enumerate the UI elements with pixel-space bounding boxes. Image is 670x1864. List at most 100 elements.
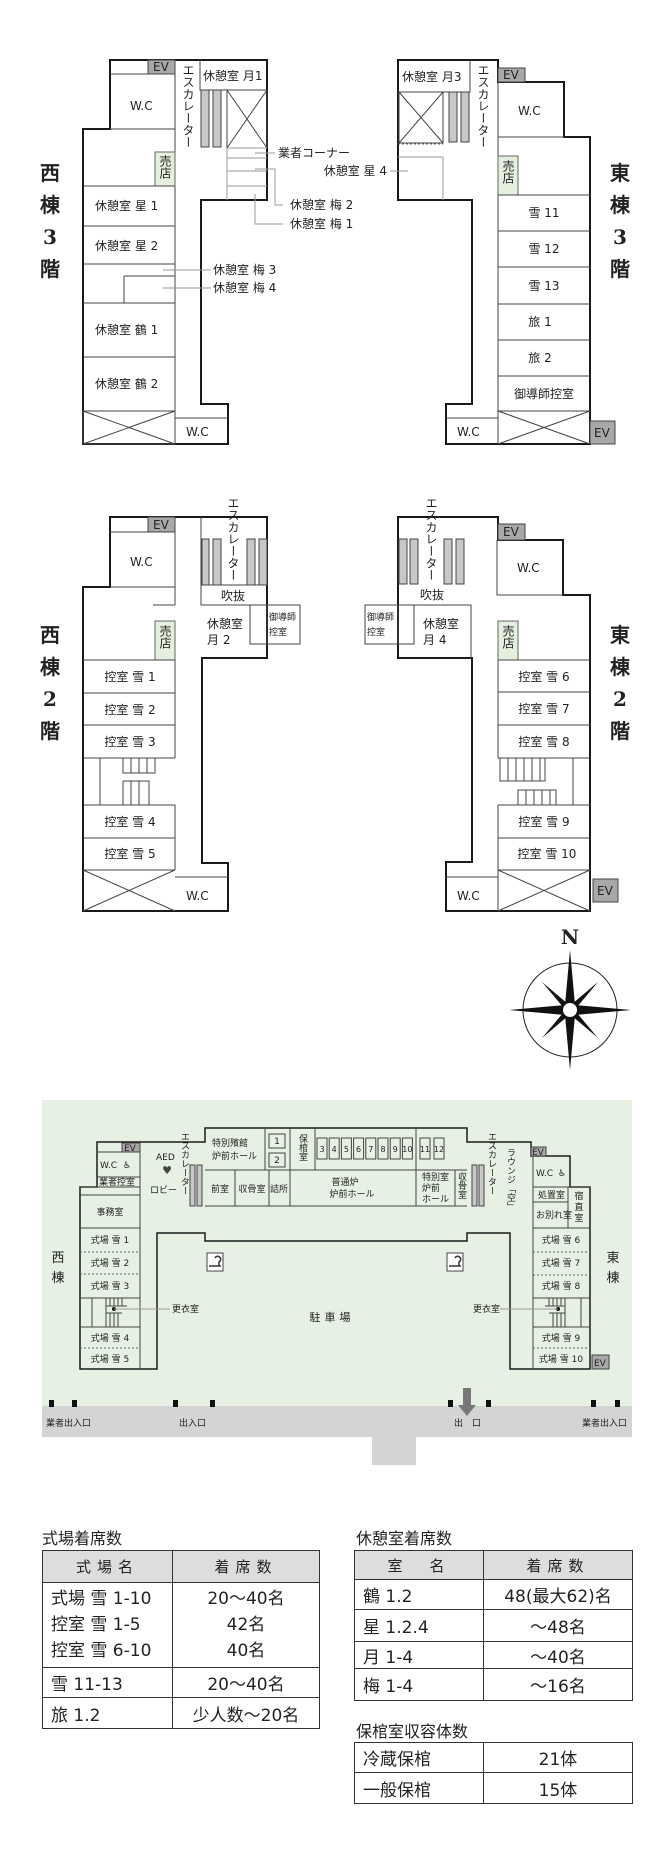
room-hoshi1: 休憩室 星 1 xyxy=(95,198,158,213)
wheelchair-icon: ♿ xyxy=(123,1161,131,1171)
special-room-hall: 特別室 xyxy=(422,1171,449,1183)
cell: 星 1.2.4 xyxy=(354,1609,484,1642)
parking-label: 駐車場 xyxy=(310,1310,355,1324)
floor-label-west-3f: 西 棟 3 階 xyxy=(40,161,61,281)
column-header: 室 名 xyxy=(354,1550,484,1580)
room-tsuki2: 休憩室 xyxy=(207,616,243,631)
kiln-6: 6 xyxy=(356,1145,361,1154)
cell: 〜48名 xyxy=(483,1609,633,1642)
escalator-label: エスカレーター xyxy=(226,497,240,581)
floor-label-west-2f: 西 棟 2 階 xyxy=(40,623,61,743)
elevator xyxy=(530,1146,547,1157)
room-priest: 控室 xyxy=(269,626,287,638)
restroom-label: W.C xyxy=(517,561,540,575)
room-yuki11: 雪 11 xyxy=(528,206,559,220)
road xyxy=(42,1406,632,1437)
column-header: 式場名 xyxy=(42,1550,173,1583)
room-tsuki4: 休憩室 xyxy=(423,616,459,631)
floor-label-east-2f: 東 棟 2 階 xyxy=(610,623,631,743)
room-priest: 控室 xyxy=(367,626,385,638)
svg-text:宿: 宿 xyxy=(574,1190,583,1202)
kiln-12: 12 xyxy=(434,1145,444,1154)
svg-text:階: 階 xyxy=(610,257,630,281)
cell: 一般保棺 xyxy=(354,1772,484,1804)
cell: 20〜40名 xyxy=(172,1667,320,1698)
kiln-9-box xyxy=(389,1137,401,1160)
table-row: 旅 1.2 少人数〜20名 xyxy=(42,1697,320,1729)
elevator xyxy=(497,67,526,83)
elevator-label: EV xyxy=(532,1148,545,1158)
escalator-label: エスカレーター xyxy=(181,64,195,148)
room-yuki4: 控室 雪 4 xyxy=(104,814,155,829)
escalator xyxy=(246,538,256,586)
exit-label: 出 口 xyxy=(454,1417,481,1429)
heart-icon: ♥ xyxy=(162,1164,172,1177)
office: 事務室 xyxy=(96,1206,123,1218)
east-3f-plan: EV W.C 休憩室 月3 エスカレーター 休憩室 星 4 売店 雪 11 雪 … xyxy=(324,59,631,445)
svg-text:棟: 棟 xyxy=(51,1271,64,1286)
svg-text:東: 東 xyxy=(610,623,630,647)
ceremony-seating-table: 式場名 着席数 式場 雪 1-10 控室 雪 1-5 控室 雪 6-10 20〜… xyxy=(42,1550,320,1729)
elevator-label: EV xyxy=(503,525,520,539)
escalator xyxy=(201,538,210,586)
hall-yuki2: 式場 雪 2 xyxy=(91,1257,129,1269)
escalator xyxy=(471,1164,478,1207)
cell: 月 1-4 xyxy=(354,1641,484,1669)
escalator xyxy=(448,91,458,143)
elevator xyxy=(592,878,619,903)
kiln-7-box xyxy=(365,1137,377,1160)
kiln-6-box xyxy=(353,1137,365,1160)
wheelchair-icon: ♿ xyxy=(558,1169,566,1179)
escalator-label: エスカレーター xyxy=(476,64,490,148)
changing-room-west: 更衣室 xyxy=(172,1303,199,1315)
svg-text:棟: 棟 xyxy=(610,655,631,679)
escalator xyxy=(409,538,419,585)
svg-text:3: 3 xyxy=(613,225,627,249)
room-yuki2: 控室 雪 2 xyxy=(104,702,155,717)
svg-text:階: 階 xyxy=(40,257,60,281)
hall-yuki1: 式場 雪 1 xyxy=(91,1234,129,1246)
callout-hoshi4: 休憩室 星 4 xyxy=(324,163,387,178)
staff-station: 詰所 xyxy=(270,1183,288,1195)
escalator xyxy=(460,91,470,143)
restroom-label: W.C xyxy=(457,889,480,903)
room-priest: 御導師控室 xyxy=(514,386,574,401)
escalator xyxy=(212,89,222,148)
kiln-2: 2 xyxy=(274,1156,280,1166)
room-tabi1: 旅 1 xyxy=(528,315,551,329)
room-yuki13: 雪 13 xyxy=(528,279,559,293)
table-row: 星 1.2.4〜48名 xyxy=(354,1609,633,1642)
vendor-entrance-east: 業者出入口 xyxy=(582,1417,627,1429)
restroom-label: W.C xyxy=(130,555,153,569)
kiln-8-box xyxy=(377,1137,389,1160)
cell: 梅 1-4 xyxy=(354,1668,484,1701)
escalator xyxy=(455,538,465,585)
cell: 20〜40名 xyxy=(207,1589,285,1609)
svg-text:直: 直 xyxy=(574,1201,583,1213)
svg-text:西: 西 xyxy=(40,161,60,185)
room-yuki8: 控室 雪 8 xyxy=(518,734,569,749)
stairs xyxy=(99,758,156,805)
hall-yuki7: 式場 雪 7 xyxy=(542,1257,580,1269)
svg-text:棟: 棟 xyxy=(40,193,61,217)
elevator-label: EV xyxy=(153,60,170,74)
farewell-room: お別れ室 xyxy=(536,1209,572,1221)
atrium-label: 吹抜 xyxy=(420,588,444,602)
cell: 〜16名 xyxy=(483,1668,633,1701)
kiln-11-box xyxy=(419,1137,431,1160)
cell: 〜40名 xyxy=(483,1641,633,1669)
room-yuki6: 控室 雪 6 xyxy=(518,669,569,684)
room-tsuru2: 休憩室 鶴 2 xyxy=(95,376,158,391)
restroom-label: W.C xyxy=(457,425,480,439)
elevator-label: EV xyxy=(124,1144,137,1154)
room-tsuki2: 月 2 xyxy=(207,633,230,647)
cell: 控室 雪 1-5 xyxy=(51,1615,141,1635)
anteroom: 前室 xyxy=(211,1183,229,1195)
treatment-room: 処置室 xyxy=(538,1189,565,1201)
svg-text:棟: 棟 xyxy=(610,193,631,217)
kiln-9: 9 xyxy=(393,1145,398,1154)
kiln-5-box xyxy=(340,1137,352,1160)
